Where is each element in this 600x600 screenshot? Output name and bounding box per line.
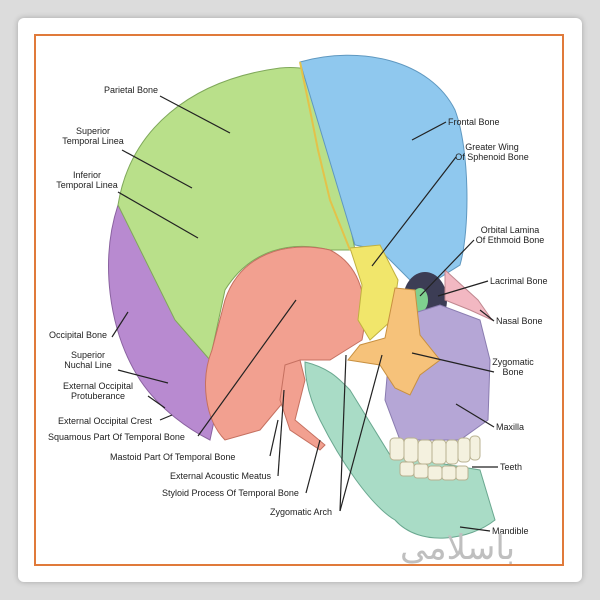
label-inferior-temporal-linea: Inferior Temporal Linea bbox=[56, 170, 118, 190]
orange-border bbox=[34, 34, 564, 566]
label-greater-wing: Greater Wing Of Sphenoid Bone bbox=[455, 142, 529, 162]
watermark: باسلامی bbox=[400, 528, 516, 568]
coronal-suture bbox=[299, 61, 351, 251]
label-mastoid-part: Mastoid Part Of Temporal Bone bbox=[110, 452, 236, 462]
label-teeth: Teeth bbox=[500, 462, 523, 472]
label-maxilla: Maxilla bbox=[496, 422, 525, 432]
mandible-region bbox=[304, 361, 496, 539]
frontal-bone-region bbox=[299, 54, 468, 291]
label-external-occipital-crest: External Occipital Crest bbox=[58, 416, 153, 426]
label-zygomatic-arch: Zygomatic Arch bbox=[270, 507, 333, 517]
occipital-bone-region bbox=[108, 204, 226, 441]
nasal-bone-region bbox=[444, 268, 494, 322]
label-squamous-part: Squamous Part Of Temporal Bone bbox=[48, 432, 185, 442]
label-occipital-bone: Occipital Bone bbox=[49, 330, 108, 340]
label-superior-nuchal-line: Superior Nuchal Line bbox=[64, 350, 112, 370]
label-orbital-lamina: Orbital Lamina Of Ethmoid Bone bbox=[475, 225, 545, 245]
label-parietal-bone: Parietal Bone bbox=[104, 85, 159, 95]
teeth-region bbox=[389, 435, 481, 481]
label-zygomatic-bone: Zygomatic Bone bbox=[492, 357, 534, 377]
label-mandible: Mandible bbox=[492, 526, 529, 536]
label-frontal-bone: Frontal Bone bbox=[448, 117, 500, 127]
label-external-occipital-protuberance: External Occipital Protuberance bbox=[62, 381, 134, 401]
zygomatic-bone-region bbox=[347, 287, 441, 396]
leader-lines bbox=[111, 95, 498, 532]
label-nasal-bone: Nasal Bone bbox=[496, 316, 543, 326]
label-styloid-process: Styloid Process Of Temporal Bone bbox=[162, 488, 299, 498]
label-external-acoustic-meatus: External Acoustic Meatus bbox=[170, 471, 272, 481]
mastoid-styloid-region bbox=[279, 359, 326, 451]
label-lacrimal-bone: Lacrimal Bone bbox=[490, 276, 548, 286]
label-superior-temporal-linea: Superior Temporal Linea bbox=[62, 126, 124, 146]
